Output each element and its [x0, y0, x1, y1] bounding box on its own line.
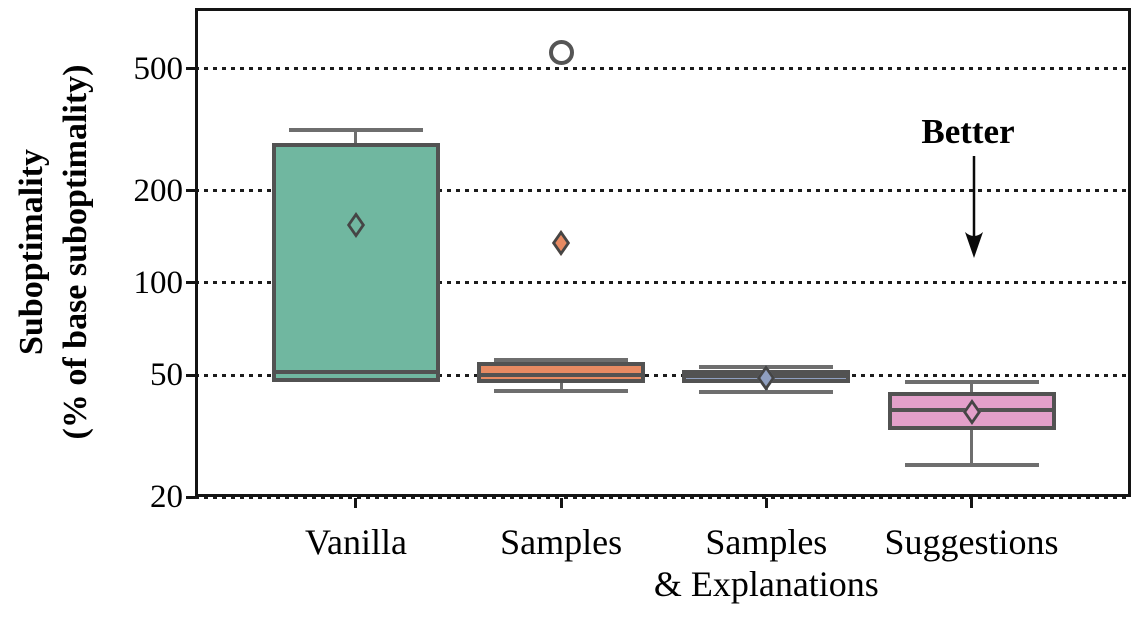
- lower-whisker-cap-3: [904, 462, 1039, 467]
- y-tick-label-50: 50: [150, 357, 183, 394]
- box-samples: [477, 362, 646, 384]
- lower-whisker-1: [559, 383, 563, 391]
- x-tick-label-0: Vanilla: [304, 522, 407, 562]
- y-tick-mark-100: [186, 281, 195, 285]
- y-tick-mark-20: [186, 495, 195, 499]
- mean-marker-1: [552, 229, 571, 257]
- x-tick-mark-1: [559, 498, 563, 508]
- gridline-20: [195, 495, 1131, 499]
- box-vanilla: [271, 143, 440, 382]
- x-tick-label-2: Samples: [705, 522, 828, 562]
- lower-whisker-cap-1: [494, 388, 629, 393]
- y-tick-label-100: 100: [133, 264, 184, 301]
- lower-whisker-3: [970, 430, 973, 465]
- outlier-marker-1: [548, 40, 574, 66]
- x-tick-mark-2: [764, 498, 768, 508]
- median-line-0: [275, 370, 436, 375]
- x-tick-label-3: Suggestions: [884, 522, 1059, 562]
- x-tick-mark-3: [970, 498, 973, 508]
- y-tick-label-20: 20: [150, 479, 183, 515]
- y-tick-label-500: 500: [133, 50, 184, 87]
- gridline-500: [195, 67, 1131, 71]
- gridline-50: [195, 373, 1131, 377]
- y-tick-label-200: 200: [133, 172, 184, 209]
- y-tick-mark-50: [186, 373, 195, 377]
- upper-whisker-0: [354, 130, 358, 144]
- gridline-100: [195, 281, 1131, 285]
- x-tick-label-1: Samples: [500, 522, 623, 562]
- y-tick-mark-500: [186, 67, 195, 71]
- upper-whisker-cap-0: [288, 128, 423, 133]
- x-tick-mark-0: [354, 498, 358, 508]
- median-line-1: [481, 373, 642, 378]
- y-tick-mark-200: [186, 189, 195, 193]
- upper-whisker-cap-1: [494, 358, 629, 363]
- lower-whisker-cap-2: [699, 390, 834, 395]
- gridline-200: [195, 189, 1131, 193]
- upper-whisker-3: [970, 381, 973, 393]
- upper-whisker-cap-3: [904, 379, 1039, 384]
- x-tick-label-2-line2: & Explanations: [653, 564, 879, 604]
- better-label: Better: [921, 112, 1015, 151]
- down-arrow-icon: [965, 156, 983, 258]
